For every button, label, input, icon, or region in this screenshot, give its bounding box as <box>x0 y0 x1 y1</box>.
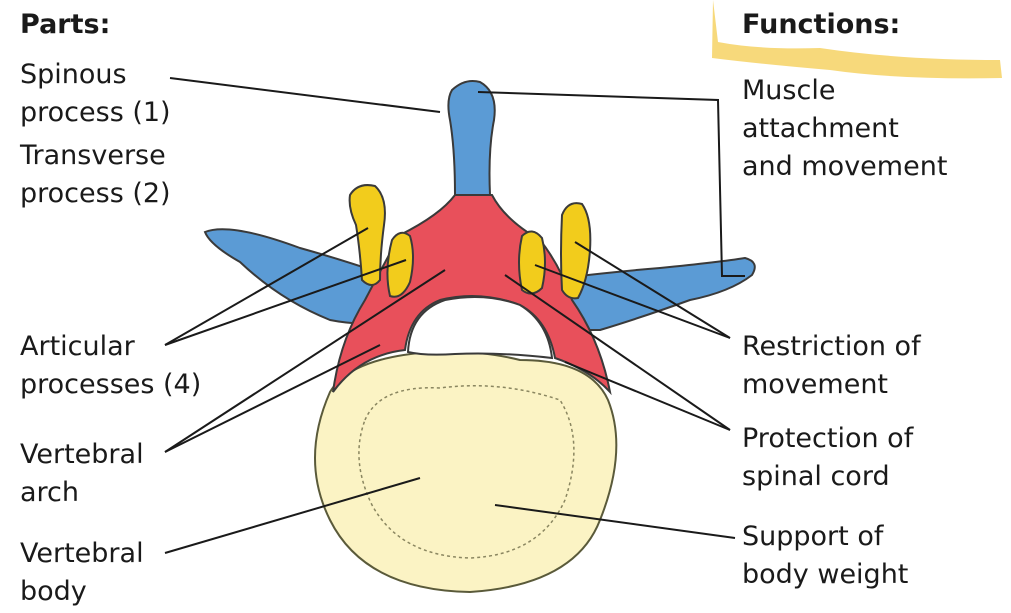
label-articular-processes: Articular processes (4) <box>20 328 201 404</box>
label-protection-of-spinal-cord: Protection of spinal cord <box>742 420 913 496</box>
articular-process-right-inner <box>519 231 545 293</box>
parts-header: Parts: <box>20 6 110 44</box>
label-transverse-process: Transverse process (2) <box>20 137 171 213</box>
label-support-of-body-weight: Support of body weight <box>742 518 908 594</box>
spinous-process <box>448 81 494 195</box>
label-vertebral-arch: Vertebral arch <box>20 436 144 512</box>
label-muscle-attachment: Muscle attachment and movement <box>742 72 947 186</box>
label-spinous-process: Spinous process (1) <box>20 56 171 132</box>
label-restriction-of-movement: Restriction of movement <box>742 328 921 404</box>
leader-spinous <box>170 78 440 112</box>
label-vertebral-body: Vertebral body <box>20 535 144 611</box>
functions-header: Functions: <box>742 6 900 44</box>
